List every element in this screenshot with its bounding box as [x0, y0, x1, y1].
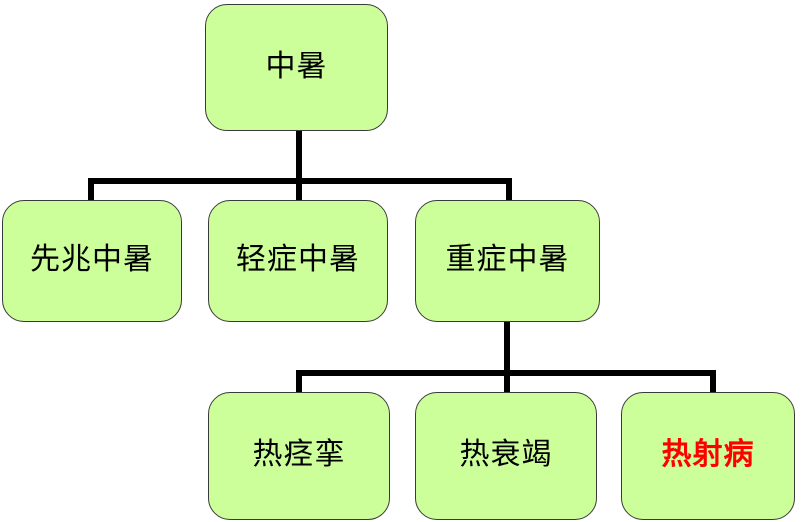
connector-level3-drop-3 [710, 370, 716, 394]
connector-level3-drop-1 [296, 370, 302, 394]
node-heat-cramps-label: 热痉挛 [252, 438, 346, 471]
connector-level2-drop-3 [506, 178, 512, 202]
connector-level3-drop-2 [504, 370, 510, 394]
node-mild-heatstroke-label: 轻症中暑 [236, 243, 360, 276]
node-severe-heatstroke[interactable]: 重症中暑 [415, 200, 600, 322]
node-premonitory-heatstroke-label: 先兆中暑 [30, 243, 154, 276]
connector-level2-drop-2 [296, 178, 302, 202]
connector-severe-stem [504, 320, 510, 370]
node-mild-heatstroke[interactable]: 轻症中暑 [208, 200, 388, 322]
node-heat-stroke-severe[interactable]: 热射病 [621, 392, 795, 520]
node-premonitory-heatstroke[interactable]: 先兆中暑 [2, 200, 182, 322]
node-heat-exhaustion-label: 热衰竭 [459, 438, 553, 471]
connector-level2-drop-1 [88, 178, 94, 202]
node-heat-cramps[interactable]: 热痉挛 [208, 392, 390, 520]
connector-root-stem [296, 128, 302, 182]
node-severe-heatstroke-label: 重症中暑 [445, 243, 570, 276]
node-root-label: 中暑 [265, 49, 328, 83]
node-heat-exhaustion[interactable]: 热衰竭 [415, 392, 597, 520]
node-root-heatstroke[interactable]: 中暑 [205, 4, 388, 131]
node-heat-stroke-severe-label: 热射病 [661, 438, 755, 471]
